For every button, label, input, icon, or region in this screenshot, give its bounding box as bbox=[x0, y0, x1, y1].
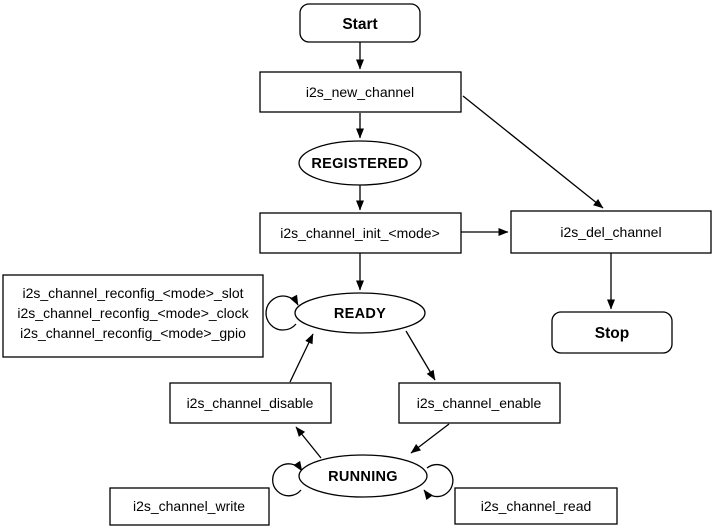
running-state-label: RUNNING bbox=[328, 469, 398, 485]
stop-node bbox=[551, 311, 673, 354]
new-channel-node bbox=[259, 71, 462, 113]
edge-ready-to-enable bbox=[405, 330, 436, 381]
del-channel-node bbox=[510, 210, 712, 254]
channel-read-label: i2s_channel_read bbox=[481, 498, 592, 514]
channel-disable-label: i2s_channel_disable bbox=[187, 395, 314, 411]
edge-disable-to-ready bbox=[289, 333, 314, 383]
running-self-loop-right bbox=[423, 463, 454, 501]
channel-init-label: i2s_channel_init_<mode> bbox=[280, 225, 440, 241]
del-channel-label: i2s_del_channel bbox=[560, 224, 661, 240]
channel-enable-node bbox=[398, 382, 561, 424]
start-node-label: Start bbox=[342, 16, 377, 33]
edge-running-to-disable bbox=[295, 426, 322, 459]
stop-node-label: Stop bbox=[595, 325, 629, 342]
channel-enable-label: i2s_channel_enable bbox=[417, 395, 542, 411]
channel-read-node bbox=[454, 487, 618, 525]
channel-write-label: i2s_channel_write bbox=[133, 498, 245, 514]
reconfig-clock-label: i2s_channel_reconfig_<mode>_clock bbox=[17, 305, 249, 321]
reconfig-slot-label: i2s_channel_reconfig_<mode>_slot bbox=[22, 285, 243, 301]
reconfig-gpio-label: i2s_channel_reconfig_<mode>_gpio bbox=[20, 325, 246, 341]
channel-init-node bbox=[259, 212, 462, 254]
channel-write-node bbox=[109, 487, 270, 526]
ready-state-label: READY bbox=[334, 306, 386, 322]
new-channel-label: i2s_new_channel bbox=[306, 84, 414, 100]
ready-self-loop bbox=[265, 294, 299, 331]
ready-state-node bbox=[294, 292, 426, 334]
edge-enable-to-running bbox=[410, 423, 450, 454]
registered-state-label: REGISTERED bbox=[311, 156, 408, 172]
running-self-loop-left bbox=[272, 460, 303, 497]
reconfig-node bbox=[2, 274, 264, 358]
running-state-node bbox=[298, 454, 428, 498]
channel-disable-node bbox=[169, 382, 332, 424]
edge-new-channel-to-del-channel bbox=[462, 95, 604, 209]
